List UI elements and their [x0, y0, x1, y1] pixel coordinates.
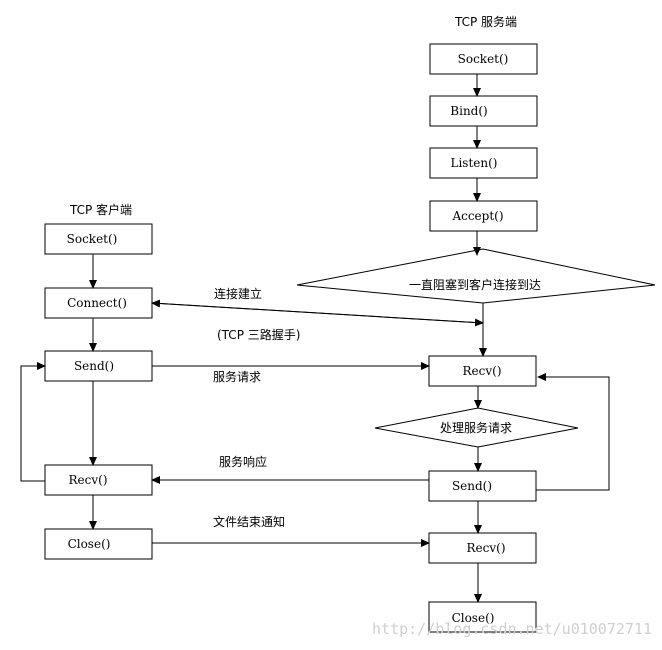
server-recv2-box: Recv(): [428, 532, 537, 564]
server-block-label: 一直阻塞到客户连接到达: [409, 277, 541, 292]
server-close-box: Close(): [428, 601, 537, 633]
server-title: TCP 服务端: [454, 14, 517, 29]
server-close-label: Close(): [452, 611, 495, 625]
client-title: TCP 客户端: [69, 202, 132, 217]
connect-established-label: 连接建立: [214, 286, 262, 301]
service-response-label: 服务响应: [219, 454, 267, 469]
server-bind-box: Bind(): [429, 95, 538, 127]
server-bind-label: Bind(): [450, 104, 487, 118]
server-accept-box: Accept(): [429, 200, 538, 232]
watermark: http://blog.csdn.net/u010072711: [372, 620, 652, 638]
server-send-label: Send(): [452, 479, 492, 493]
service-request-label: 服务请求: [213, 369, 261, 384]
server-listen-label: Listen(): [451, 156, 498, 170]
client-socket-label: Socket(): [67, 232, 118, 246]
server-send-box: Send(): [428, 470, 537, 502]
client-recv-box: Recv(): [44, 464, 153, 496]
three-way-handshake-label: (TCP 三路握手): [217, 327, 300, 342]
server-block-diamond: 一直阻塞到客户连接到达: [296, 248, 656, 304]
server-recv1-box: Recv(): [428, 355, 537, 387]
server-accept-label: Accept(): [451, 209, 503, 223]
client-socket-box: Socket(): [44, 223, 153, 255]
server-process-diamond: 处理服务请求: [374, 407, 579, 448]
client-connect-box: Connect(): [44, 287, 153, 319]
server-socket-box: Socket(): [429, 43, 538, 75]
server-recv1-label: Recv(): [463, 364, 502, 378]
client-close-box: Close(): [44, 528, 153, 560]
server-recv2-label: Recv(): [467, 541, 506, 555]
client-send-box: Send(): [44, 350, 153, 382]
eof-notice-label: 文件结束通知: [213, 514, 285, 529]
server-listen-box: Listen(): [429, 147, 538, 179]
server-socket-label: Socket(): [458, 52, 509, 66]
handshake-arrow-to-client: [151, 299, 484, 324]
client-recv-label: Recv(): [69, 473, 108, 487]
client-close-label: Close(): [68, 537, 111, 551]
server-loop-arrow: [536, 373, 610, 491]
client-connect-label: Connect(): [67, 296, 127, 310]
server-process-label: 处理服务请求: [440, 420, 512, 435]
client-send-label: Send(): [74, 359, 114, 373]
client-loop-arrow: [20, 362, 46, 482]
